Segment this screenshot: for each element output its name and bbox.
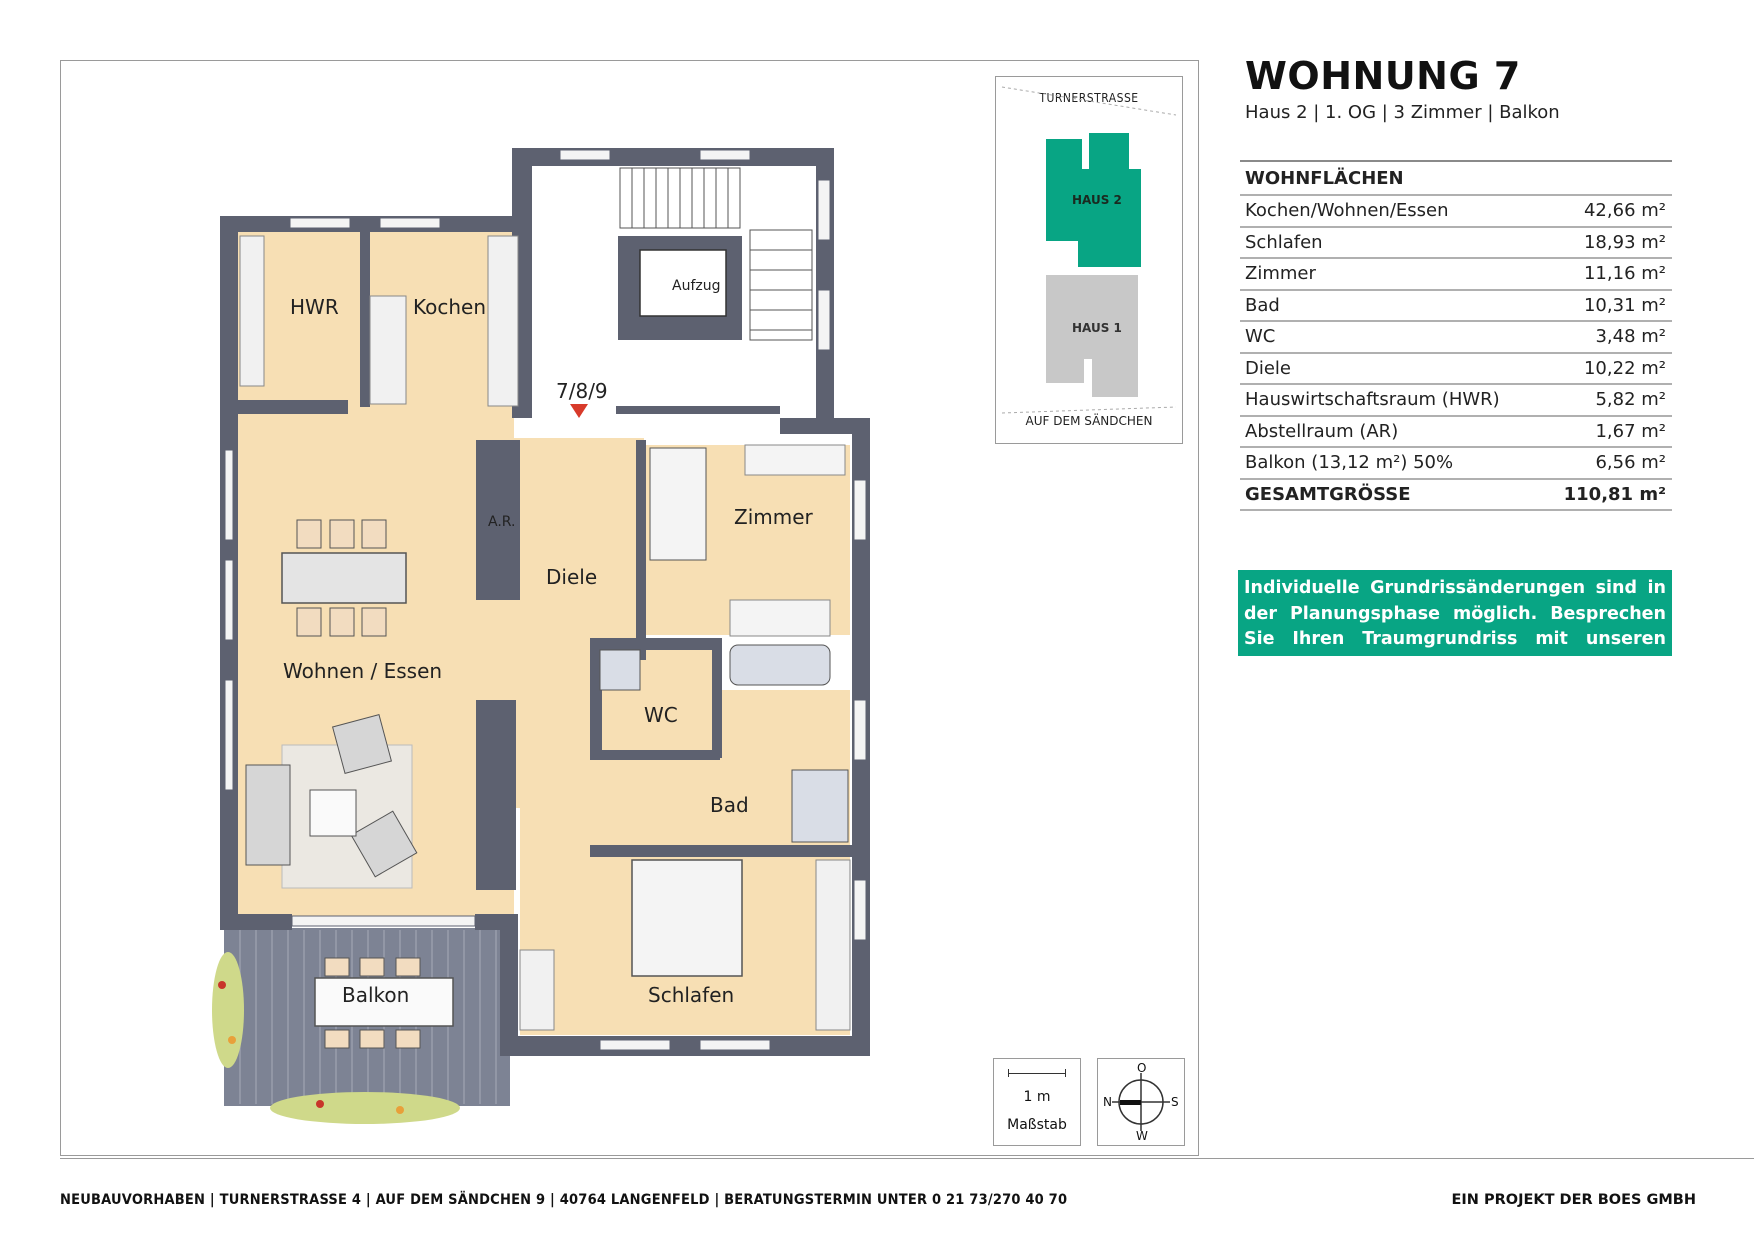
entrance-arrow-icon [570, 404, 588, 418]
label-balkon: Balkon [342, 983, 409, 1007]
area-value: 6,56 m² [1595, 452, 1666, 474]
area-value: 10,22 m² [1583, 357, 1666, 379]
label-kochen: Kochen [413, 295, 486, 319]
info-note: Individuelle Grundrissänderungen sind in… [1238, 570, 1672, 675]
compass-s: S [1171, 1095, 1179, 1109]
scale-bar-icon [1008, 1069, 1066, 1077]
haus2-block [1046, 133, 1141, 267]
page-subtitle: Haus 2 | 1. OG | 3 Zimmer | Balkon [1245, 102, 1560, 123]
dining-table [281, 552, 407, 604]
label-bad: Bad [710, 793, 749, 817]
label-zimmer: Zimmer [734, 505, 814, 529]
label-wohnen: Wohnen / Essen [283, 659, 442, 683]
compass-icon [1112, 1073, 1170, 1131]
compass-o: O [1137, 1061, 1147, 1075]
scale-value: 1 m [1023, 1089, 1051, 1105]
area-value: 5,82 m² [1595, 389, 1666, 411]
area-label: Hauswirtschaftsraum (HWR) [1245, 389, 1500, 411]
compass-n: N [1103, 1095, 1112, 1109]
area-label: WC [1245, 326, 1276, 348]
area-label: Zimmer [1245, 263, 1316, 285]
area-value: 42,66 m² [1583, 200, 1666, 222]
area-label: Abstellraum (AR) [1245, 420, 1399, 442]
table-row: Hauswirtschaftsraum (HWR) 5,82 m² [1240, 385, 1672, 417]
area-label: Bad [1245, 294, 1280, 316]
table-row: Abstellraum (AR) 1,67 m² [1240, 417, 1672, 448]
table-row: Bad 10,31 m² [1240, 291, 1672, 322]
footer-company: EIN PROJEKT DER BOES GMBH [1451, 1192, 1696, 1208]
footer-address: NEUBAUVORHABEN | TURNERSTRASSE 4 | AUF D… [60, 1192, 1068, 1208]
label-diele: Diele [546, 565, 597, 589]
bathtub [729, 644, 831, 686]
area-value: 1,67 m² [1595, 420, 1666, 442]
area-value: 10,31 m² [1583, 294, 1666, 316]
area-total-row: GESAMTGRÖSSE 110,81 m² [1240, 480, 1672, 511]
floorplan-drawing: HWR Kochen Aufzug 7/8/9 A.R. Diele Zimme… [212, 148, 870, 1124]
scale-label: Maßstab [1007, 1117, 1067, 1133]
haus1-block [1046, 275, 1138, 397]
area-label: Balkon (13,12 m²) 50% [1245, 452, 1454, 474]
area-header-label: WOHNFLÄCHEN [1245, 167, 1404, 189]
table-row: WC 3,48 m² [1240, 322, 1672, 354]
area-table-header: WOHNFLÄCHEN [1240, 162, 1672, 196]
bed-zimmer [649, 447, 707, 561]
compass: O N S W [1097, 1058, 1185, 1146]
balcony-table [314, 977, 454, 1027]
label-aufzug: Aufzug [672, 278, 721, 294]
label-wc: WC [644, 703, 678, 727]
table-row: Balkon (13,12 m²) 50% 6,56 m² [1240, 448, 1672, 480]
haus2-label: HAUS 2 [1072, 193, 1122, 207]
area-value: 11,16 m² [1583, 263, 1666, 285]
sofa [245, 764, 291, 866]
haus1-label: HAUS 1 [1072, 321, 1122, 335]
street-top: TURNERSTRASSE [1039, 91, 1139, 105]
table-row: Schlafen 18,93 m² [1240, 228, 1672, 259]
table-row: Diele 10,22 m² [1240, 354, 1672, 385]
page-title: WOHNUNG 7 [1245, 54, 1521, 98]
compass-w: W [1136, 1129, 1148, 1143]
footer-divider [60, 1158, 1754, 1159]
table-row: Zimmer 11,16 m² [1240, 259, 1672, 291]
area-value: 3,48 m² [1595, 326, 1666, 348]
area-label: Kochen/Wohnen/Essen [1245, 200, 1449, 222]
label-schlafen: Schlafen [648, 983, 734, 1007]
street-bottom: AUF DEM SÄNDCHEN [1025, 414, 1153, 428]
area-value: 18,93 m² [1583, 231, 1666, 253]
bed-schlafen [631, 859, 743, 977]
label-hwr: HWR [290, 295, 339, 319]
plant-decoration [212, 952, 460, 1124]
total-label: GESAMTGRÖSSE [1245, 483, 1411, 505]
kitchen-counter [487, 235, 519, 407]
floorplan-frame [60, 60, 1199, 1156]
table-row: Kochen/Wohnen/Essen 42,66 m² [1240, 196, 1672, 228]
scale-box: 1 m Maßstab [993, 1058, 1081, 1146]
label-entrance: 7/8/9 [556, 379, 608, 403]
area-label: Diele [1245, 357, 1292, 379]
area-label: Schlafen [1245, 231, 1323, 253]
total-value: 110,81 m² [1563, 483, 1666, 505]
site-plan: TURNERSTRASSE HAUS 2 HAUS 1 AUF DEM SÄND… [995, 76, 1183, 444]
label-ar: A.R. [488, 514, 515, 530]
